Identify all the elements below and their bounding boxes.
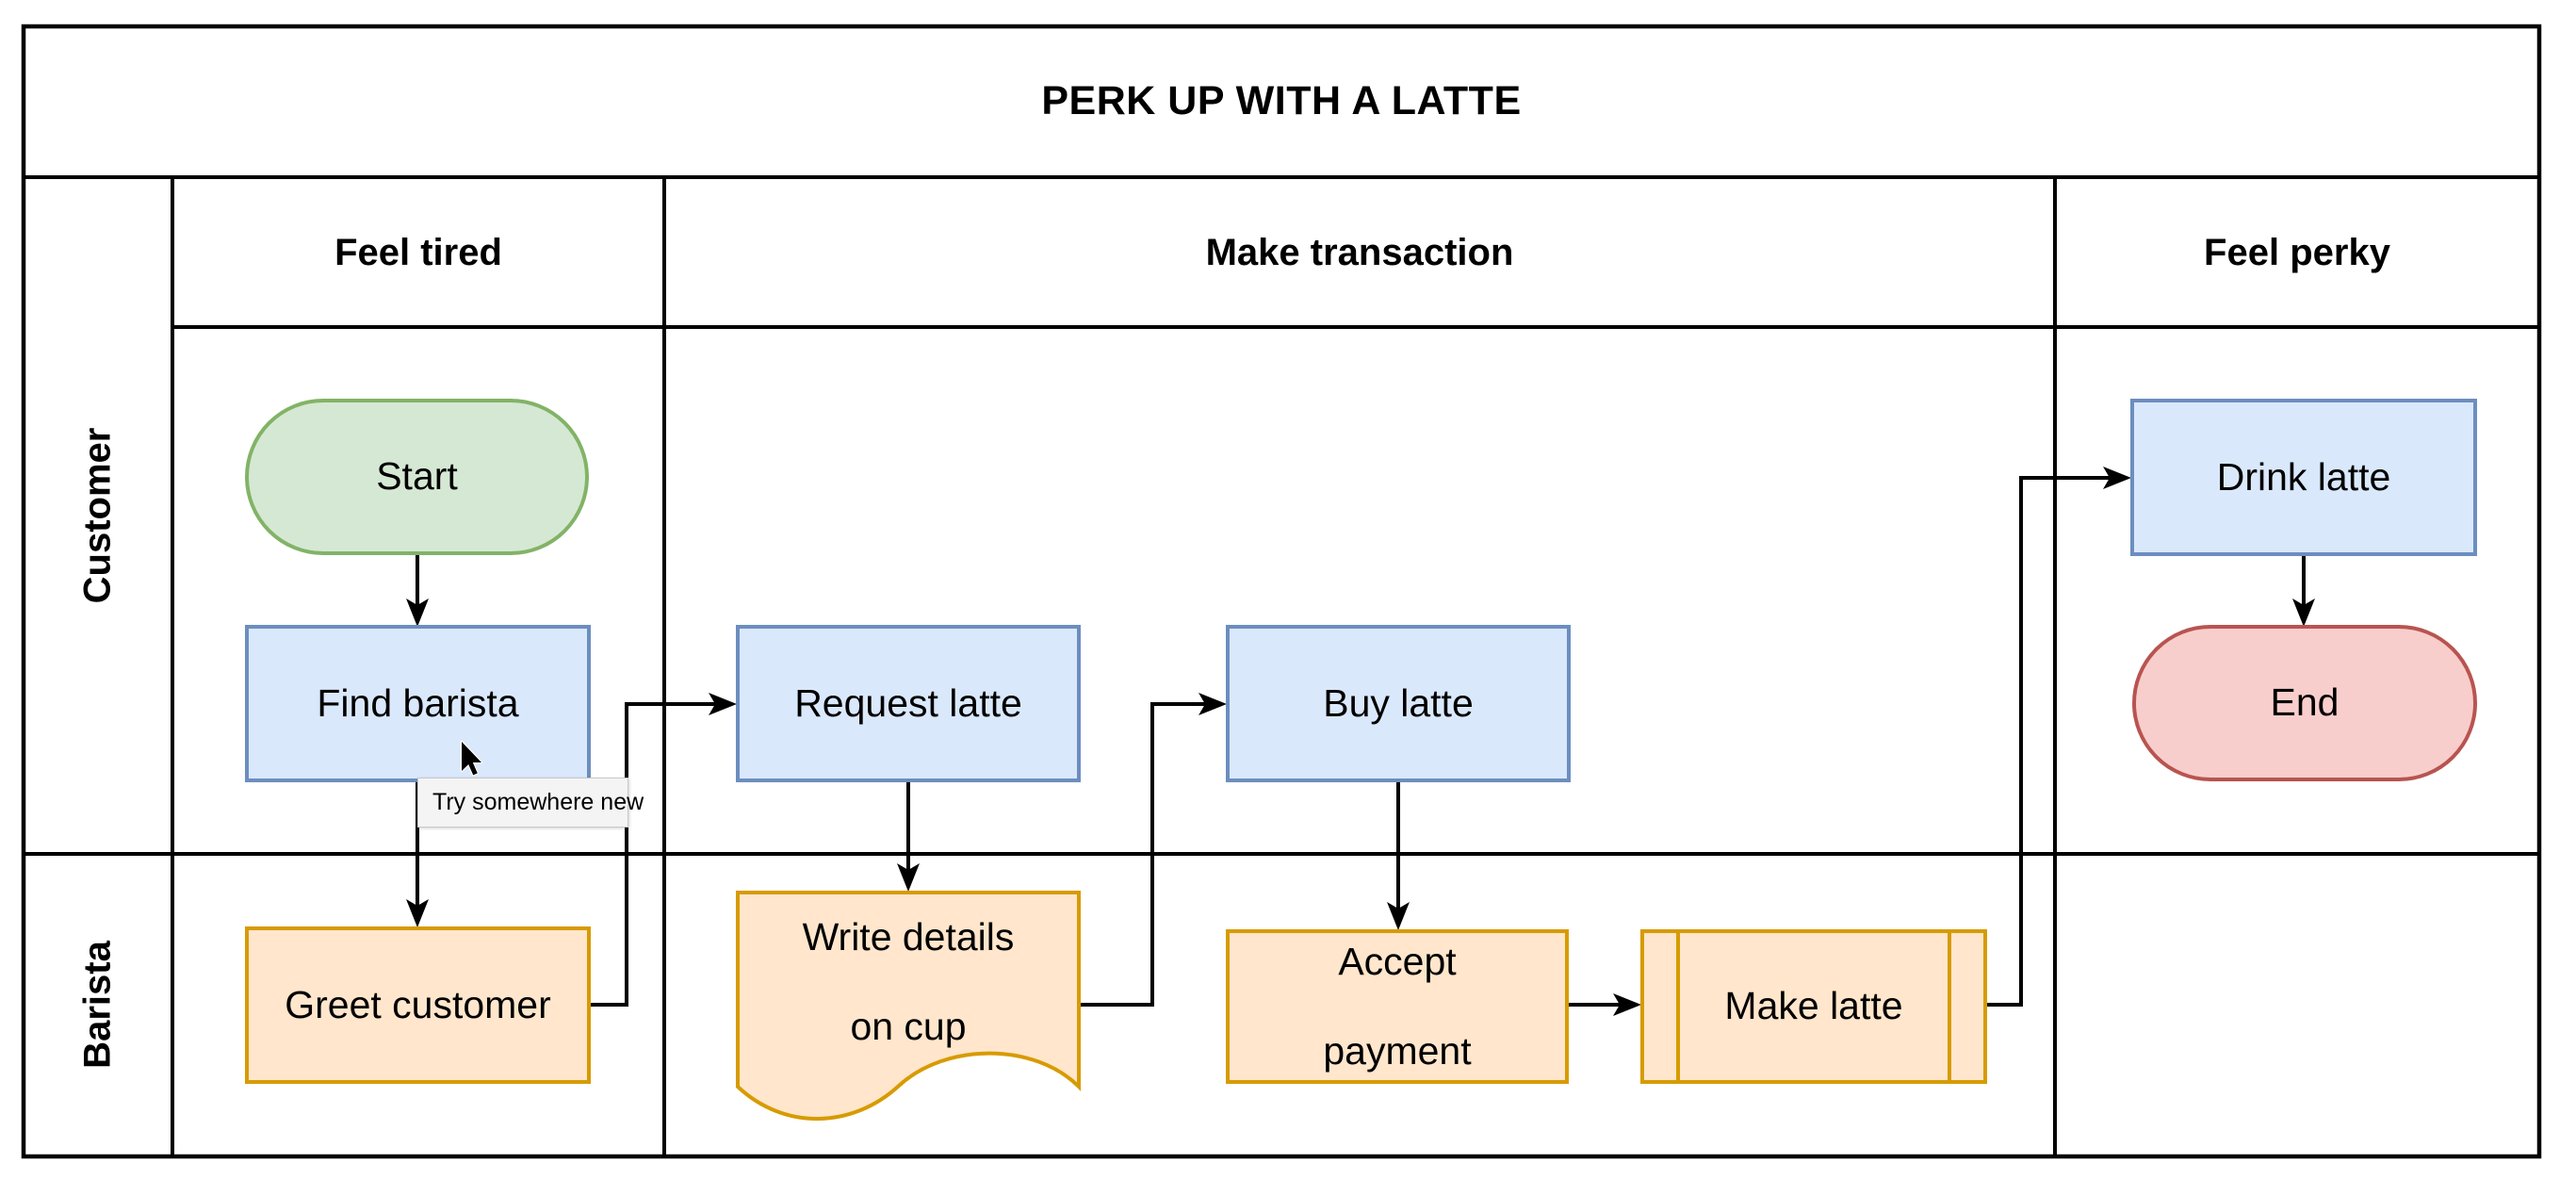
arrowhead-icon <box>1387 902 1410 930</box>
request-latte-node-shape[interactable] <box>736 625 1081 782</box>
accept-payment-label: Accept payment <box>1228 931 1567 1082</box>
diagram-title: PERK UP WITH A LATTE <box>1041 78 1522 124</box>
edge-make-latte-to-drink-latte[interactable] <box>1985 476 2111 1007</box>
buy-latte-node-shape[interactable] <box>1226 625 1571 782</box>
buy-latte-label: Buy latte <box>1323 680 1474 725</box>
arrowhead-icon <box>709 693 737 715</box>
lane-label-customer: Customer <box>76 427 119 604</box>
hover-tooltip-text: Try somewhere new <box>432 789 644 815</box>
accept-payment-line2: payment <box>1323 1028 1472 1073</box>
lane-label-barista: Barista <box>76 941 119 1069</box>
arrowhead-icon <box>2292 598 2315 627</box>
drink-latte-label: Drink latte <box>2216 454 2391 499</box>
end-label: End <box>2270 680 2340 725</box>
make-latte-label: Make latte <box>1724 984 1903 1028</box>
write-details-line1: Write details <box>802 915 1015 959</box>
pool-border <box>21 24 2542 1159</box>
accept-payment-node-shape[interactable] <box>1226 929 1569 1084</box>
drink-latte-node-shape[interactable] <box>2130 399 2477 556</box>
phase-header-feel-perky: Feel perky <box>2204 231 2390 273</box>
hover-tooltip: Try somewhere new <box>417 778 644 828</box>
greet-customer-node-shape[interactable] <box>245 926 591 1084</box>
arrowhead-icon <box>897 863 920 892</box>
find-barista-node-shape[interactable] <box>245 625 591 782</box>
write-details-label: Write details on cup <box>738 897 1079 1067</box>
arrowhead-icon <box>406 899 429 927</box>
greet-customer-label: Greet customer <box>285 982 551 1026</box>
write-details-document-shape[interactable] <box>736 891 1081 1121</box>
phase-header-feel-tired: Feel tired <box>334 231 502 273</box>
phase-header-make-transaction: Make transaction <box>1205 231 1514 273</box>
request-latte-label: Request latte <box>794 680 1022 725</box>
make-latte-outer-rect[interactable] <box>1640 929 1987 1084</box>
arrowhead-icon <box>2103 467 2131 489</box>
start-label: Start <box>376 454 458 499</box>
arrowhead-icon <box>1198 693 1227 715</box>
end-terminator-shape[interactable] <box>2132 625 2477 781</box>
write-details-line2: on cup <box>850 1004 967 1048</box>
edge-greet-customer-to-request-latte[interactable] <box>589 702 716 1007</box>
accept-payment-line1: Accept <box>1338 940 1457 984</box>
swimlane-grid <box>21 24 2542 1159</box>
arrowhead-icon <box>406 598 429 627</box>
make-latte-predefined-process-shape[interactable] <box>1640 929 1987 1084</box>
arrowhead-icon <box>1613 993 1641 1016</box>
edge-write-details-to-buy-latte[interactable] <box>1079 702 1206 1007</box>
find-barista-label: Find barista <box>317 680 519 725</box>
start-terminator-shape[interactable] <box>245 399 589 555</box>
mouse-cursor-icon <box>460 740 483 777</box>
